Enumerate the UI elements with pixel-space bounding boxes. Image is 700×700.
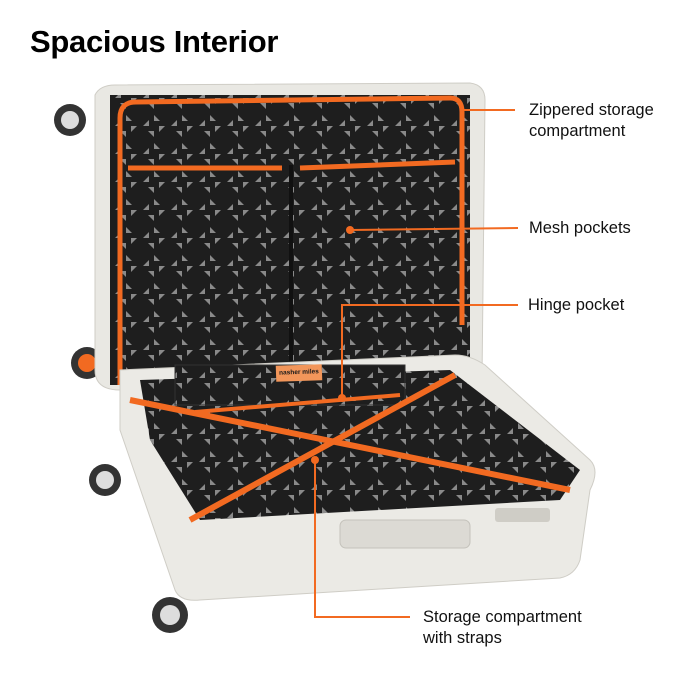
callout-zippered-storage: Zippered storage compartment xyxy=(529,100,654,142)
callout-text: Zippered storage xyxy=(529,101,654,119)
callout-text: compartment xyxy=(529,122,626,140)
zipper xyxy=(117,95,465,385)
callout-mesh-pockets: Mesh pockets xyxy=(529,219,631,237)
callout-storage-straps: Storage compartment with straps xyxy=(423,607,582,649)
strap xyxy=(129,397,571,493)
lock-icon xyxy=(495,508,550,522)
callout-text: Storage compartment xyxy=(423,608,582,626)
wheel-icon xyxy=(54,104,188,633)
strap xyxy=(188,372,457,523)
callout-hinge-pocket: Hinge pocket xyxy=(528,296,625,314)
page-title: Spacious Interior xyxy=(30,24,279,59)
callout-text: with straps xyxy=(423,629,502,647)
callout-lines xyxy=(314,109,519,618)
brand-logo: nasher miles xyxy=(275,364,323,382)
handle xyxy=(339,519,471,549)
